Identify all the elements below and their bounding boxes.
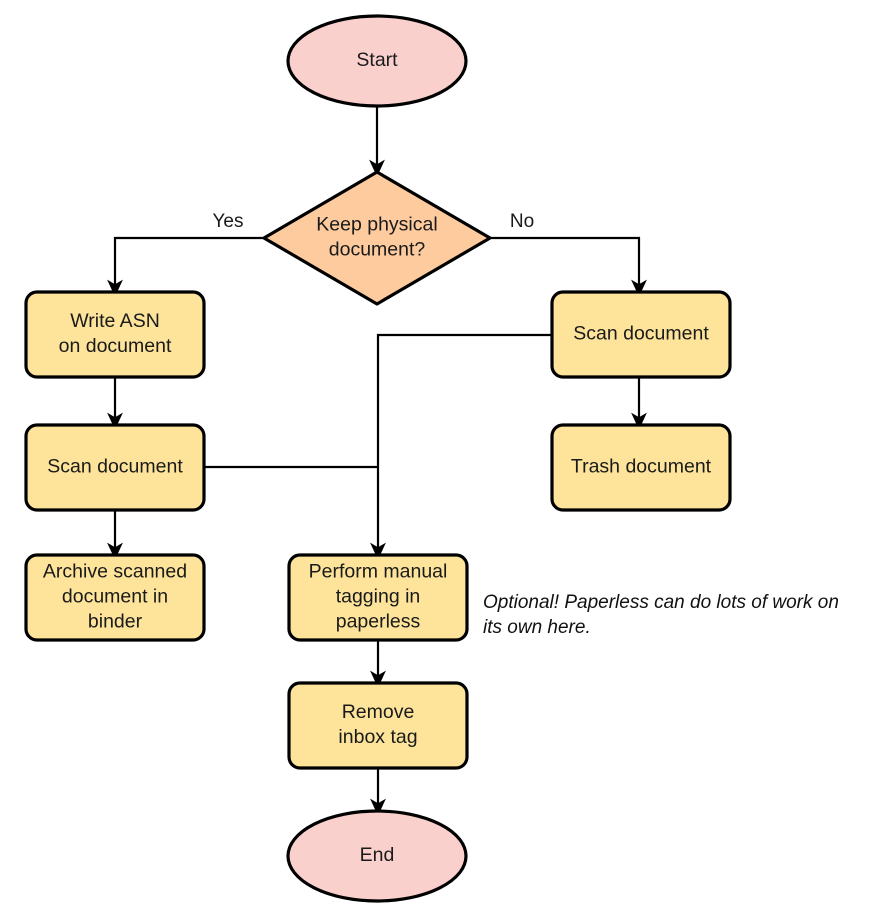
node-label-archive-binder: binder: [88, 611, 143, 633]
node-label-manual-tagging: Perform manual: [309, 561, 448, 583]
node-trash[interactable]: Trash document: [550, 423, 732, 512]
edge-line-decision-no-to-scan-right: [490, 236, 647, 297]
terminator-shape-start: [286, 14, 468, 108]
process-shape-trash: [550, 423, 732, 512]
process-shape-scan-left: [24, 423, 206, 512]
decision-shape-keep-physical: [262, 170, 492, 306]
process-shape-scan-right: [550, 290, 732, 379]
node-label-scan-right: Scan document: [573, 323, 709, 345]
node-end[interactable]: End: [286, 809, 468, 903]
edge-line-decision-yes-to-write-asn: [107, 236, 264, 297]
process-shape-remove-inbox: [287, 681, 469, 770]
annotations-layer: Optional! Paperless can do lots of work …: [483, 592, 839, 638]
process-shape-write-asn: [24, 290, 206, 379]
node-label-scan-left: Scan document: [47, 456, 183, 478]
node-label-write-asn: on document: [59, 335, 172, 357]
edge-label-decision-no-to-scan-right: No: [510, 211, 534, 232]
node-remove-inbox[interactable]: Remove inbox tag: [287, 681, 469, 770]
edge-decision-no-to-scan-right: No: [490, 211, 647, 297]
node-scan-right[interactable]: Scan document: [550, 290, 732, 379]
node-label-archive-binder: document in: [62, 586, 168, 608]
edge-label-decision-yes-to-write-asn: Yes: [213, 211, 244, 232]
node-scan-left[interactable]: Scan document: [24, 423, 206, 512]
node-manual-tagging[interactable]: Perform manual tagging in paperless: [287, 553, 469, 642]
terminator-shape-end: [286, 809, 468, 903]
annotation-optional-note: Optional! Paperless can do lots of work …: [483, 592, 839, 638]
edge-decision-yes-to-write-asn: Yes: [107, 211, 264, 297]
process-shape-archive-binder: [24, 553, 206, 642]
node-label-write-asn: Write ASN: [70, 310, 160, 332]
edge-line-scan-right-to-tagging: [370, 333, 552, 560]
node-label-trash: Trash document: [571, 456, 712, 478]
node-label-start: Start: [356, 49, 398, 71]
node-label-keep-physical: document?: [329, 239, 426, 261]
node-label-archive-binder: Archive scanned: [43, 561, 187, 583]
node-write-asn[interactable]: Write ASN on document: [24, 290, 206, 379]
node-label-remove-inbox: Remove: [342, 701, 415, 723]
edges-layer: Yes No: [107, 106, 647, 816]
process-shape-manual-tagging: [287, 553, 469, 642]
annotation-line-optional-note: its own here.: [483, 617, 591, 638]
node-label-manual-tagging: paperless: [336, 611, 421, 633]
node-start[interactable]: Start: [286, 14, 468, 108]
node-label-end: End: [360, 844, 395, 866]
annotation-line-optional-note: Optional! Paperless can do lots of work …: [483, 592, 839, 613]
node-archive-binder[interactable]: Archive scanned document in binder: [24, 553, 206, 642]
node-label-manual-tagging: tagging in: [336, 586, 421, 608]
node-label-keep-physical: Keep physical: [316, 214, 437, 236]
edge-scan-right-to-tagging: [370, 333, 552, 560]
node-keep-physical[interactable]: Keep physical document?: [262, 170, 492, 306]
node-label-remove-inbox: inbox tag: [338, 726, 417, 748]
